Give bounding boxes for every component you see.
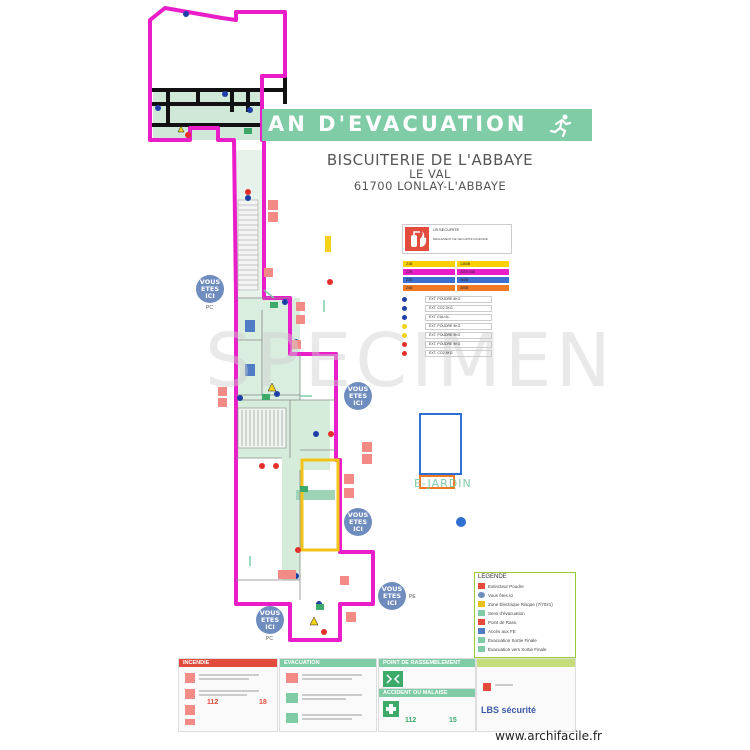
evac-arrows	[249, 289, 325, 566]
legend-item: Évacuation vers Sortie Finale	[478, 645, 573, 653]
blue-door-left	[245, 320, 255, 332]
legend-item: Zone Électrique Risque (7/7021)	[478, 600, 573, 608]
fire-extinguisher-icon	[405, 227, 429, 251]
emergency-number: 18	[259, 699, 267, 706]
equipment-row-5: EXT. POUDRE 9KG	[402, 332, 492, 339]
equipment-row-7: EXT. CO2 5KG	[402, 350, 492, 357]
inner-rooms	[236, 297, 336, 600]
you-are-here-sub: PC	[206, 305, 213, 311]
zone-yellow	[300, 458, 340, 552]
banner-title: AN D'EVACUATION	[268, 112, 528, 136]
equipment-row-4: EXT. POUDRE 9KG	[402, 323, 492, 330]
equipment-row-2: EXT. CO2 2KG	[402, 305, 492, 312]
legend-item: Point de Rass.	[478, 618, 573, 626]
hazard-triangles	[177, 125, 319, 626]
equipment-row-1: EXT. POUDRE 6KG	[402, 296, 492, 303]
panel-accident: ACCIDENT OU MALAISE 112 15	[378, 688, 476, 732]
you-are-here-sub: PE	[409, 594, 416, 600]
extinguisher-marker-blue	[456, 517, 466, 527]
emergency-number: 15	[449, 717, 457, 724]
legend-title: LEGENDE	[478, 574, 507, 580]
panel-evacuation-title: EVACUATION	[280, 659, 376, 667]
legend-item: Vous êtes ici	[478, 591, 573, 599]
running-man-icon	[549, 114, 572, 138]
zone-blue	[419, 413, 462, 475]
stairs-south	[237, 407, 287, 449]
blue-door-right	[245, 364, 255, 376]
warning-icon	[483, 683, 513, 691]
equipment-markers	[155, 11, 334, 635]
site-watermark: www.archifacile.fr	[495, 729, 602, 743]
specimen-watermark: SPECIMEN	[205, 318, 615, 404]
address-line-1: LE VAL	[409, 167, 451, 181]
table-brand: LB SECURITE	[433, 227, 460, 232]
company-name: BISCUITERIE DE L'ABBAYE	[326, 151, 534, 169]
legend-item: Sens d'évacuation	[478, 609, 573, 617]
panel-evacuation: EVACUATION	[279, 658, 377, 732]
panel-brand-head	[477, 659, 575, 667]
you-are-here-sub: PC	[266, 636, 273, 642]
legend-item: Extincteur Poudre	[478, 582, 573, 590]
address-line-2: 61700 LONLAY-L'ABBAYE	[353, 179, 507, 193]
zone-orange	[419, 475, 455, 489]
corridor-area-green-strip	[296, 490, 335, 500]
panel-point-rassemblement: POINT DE RASSEMBLEMENT	[378, 658, 476, 692]
exit-signs	[244, 128, 324, 610]
legend-item: Accès aux FE	[478, 627, 573, 635]
panel-accident-title: ACCIDENT OU MALAISE	[379, 689, 475, 697]
emergency-number: 112	[207, 699, 219, 706]
evacuation-pictograms	[286, 673, 362, 723]
panel-point-title: POINT DE RASSEMBLEMENT	[379, 659, 475, 667]
incendie-pictograms	[185, 673, 259, 725]
legend: LEGENDE Extincteur Poudre Vous êtes ici …	[474, 572, 576, 658]
panel-brand: LBS sécurité	[476, 658, 576, 732]
equipment-row-6: EXT. POUDRE 9KG	[402, 341, 492, 348]
panel-incendie-title: INCENDIE	[179, 659, 277, 667]
safety-signs	[218, 200, 372, 622]
assembly-point-icon	[383, 671, 403, 687]
equipment-row-3: EXT. EAU 6L	[402, 314, 492, 321]
panel-incendie: INCENDIE 112 18	[178, 658, 278, 732]
brand-logo: LBS sécurité	[481, 705, 537, 715]
table-subtitle: REGLEMENT DE SECURITE INCENDIE	[433, 237, 488, 241]
legend-item: Évacuation Sortie Finale	[478, 636, 573, 644]
first-aid-icon	[383, 701, 399, 717]
stairs-north	[237, 199, 259, 291]
evacuation-banner	[262, 109, 592, 141]
info-table: LB SECURITE REGLEMENT DE SECURITE INCEND…	[402, 224, 512, 254]
emergency-number: 112	[405, 717, 417, 724]
electric-box	[325, 236, 331, 252]
garden-label: E-JARDIN	[414, 477, 472, 490]
